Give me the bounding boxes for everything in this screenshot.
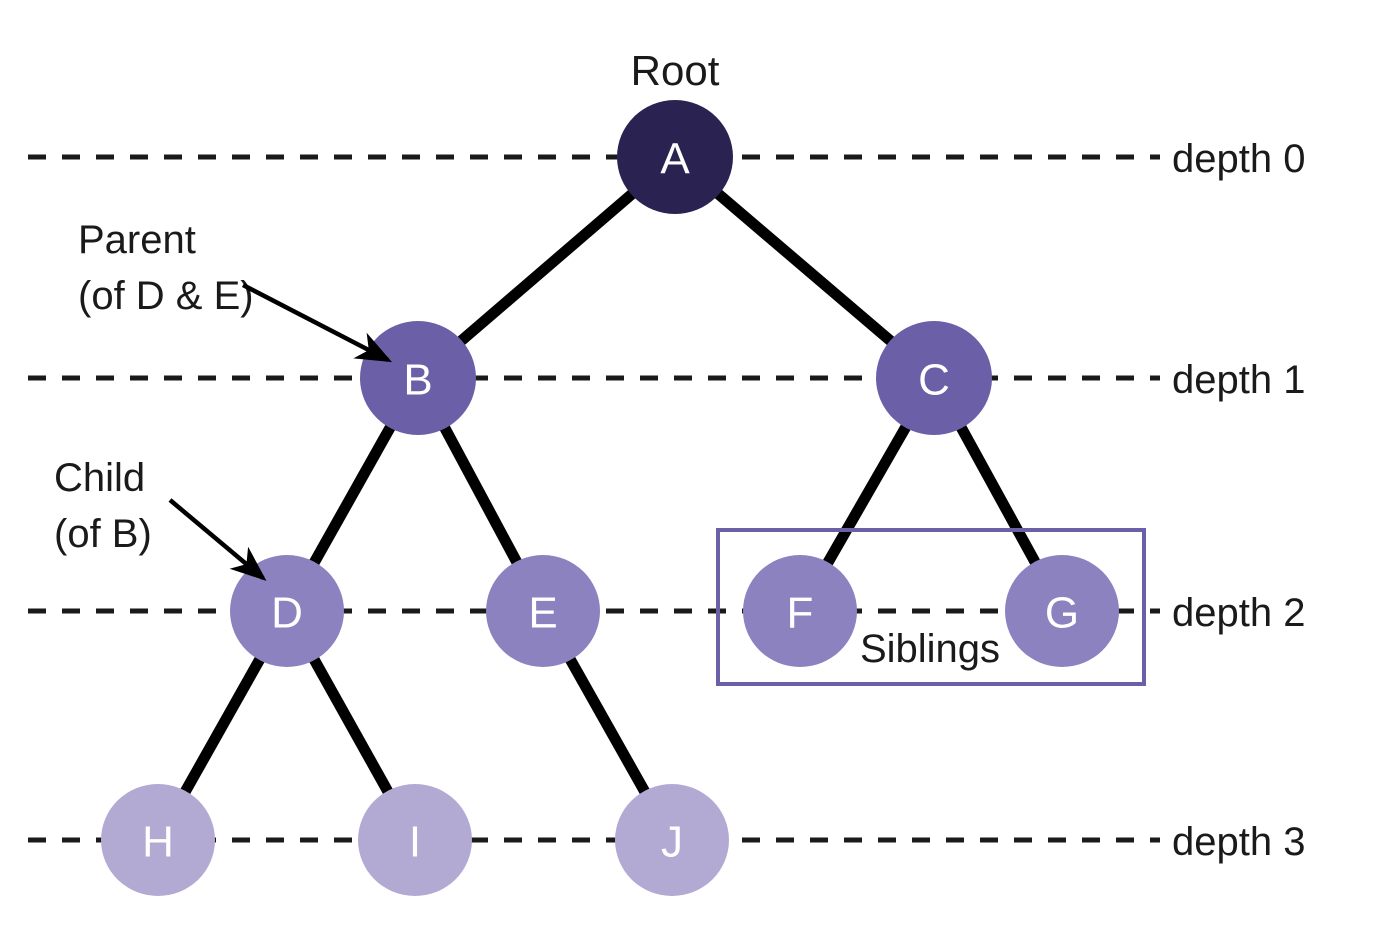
node-label-b: B [403,356,432,405]
tree-node-b[interactable]: B [360,321,476,435]
tree-edge-B-D [306,419,398,570]
tree-node-d[interactable]: D [230,555,344,667]
node-label-c: C [918,356,950,405]
tree-edge-B-E [437,420,525,570]
tree-edges-group [177,186,1043,799]
siblings-group [716,528,1146,686]
node-circle-a [617,100,733,214]
depth-label-3: depth 3 [1172,820,1305,864]
tree-edge-D-I [306,652,396,799]
tree-node-a[interactable]: A [617,100,733,214]
node-circle-j [615,784,729,896]
node-label-e: E [528,589,557,638]
node-label-j: J [661,818,683,867]
node-label-f: F [787,589,814,638]
node-circle-e [486,555,600,667]
tree-node-e[interactable]: E [486,555,600,667]
tree-edge-E-J [562,652,653,799]
tree-edge-D-H [177,652,268,799]
node-circle-c [876,321,992,435]
node-label-d: D [271,589,303,638]
depth-label-2: depth 2 [1172,591,1305,635]
depth-label-0: depth 0 [1172,137,1305,181]
depth-lines-group [28,154,1160,843]
annotation-root-label: Root [631,47,720,94]
annotation-child-arrow-icon [168,498,267,581]
annotation-child-label: Child(of B) [54,456,152,556]
node-circle-f [743,555,857,667]
node-circle-i [358,784,472,896]
siblings-label: Siblings [860,627,1000,671]
tree-edge-C-G [953,420,1043,570]
tree-node-i[interactable]: I [358,784,472,896]
tree-node-h[interactable]: H [101,784,215,896]
depth-labels-group: depth 0 depth 1 depth 2 depth 3 [1172,137,1305,864]
tree-edge-A-B [453,186,640,349]
depth-label-1: depth 1 [1172,358,1305,402]
tree-node-f[interactable]: F [743,555,857,667]
node-circle-d [230,555,344,667]
node-label-g: G [1045,589,1079,638]
tree-node-c[interactable]: C [876,321,992,435]
node-label-a: A [660,135,690,184]
tree-node-g[interactable]: G [1005,555,1119,667]
node-label-h: H [142,818,174,867]
tree-nodes-group: A B C D E F G H I J Siblings [101,100,1119,896]
node-label-i: I [409,818,421,867]
node-circle-g [1005,555,1119,667]
annotation-parent-arrow-icon [241,283,392,363]
tree-node-j[interactable]: J [615,784,729,896]
tree-edge-C-F [820,419,914,571]
siblings-box [716,528,1146,686]
annotation-parent-label: Parent(of D & E) [78,218,254,318]
tree-edge-A-C [710,186,899,349]
node-circle-h [101,784,215,896]
